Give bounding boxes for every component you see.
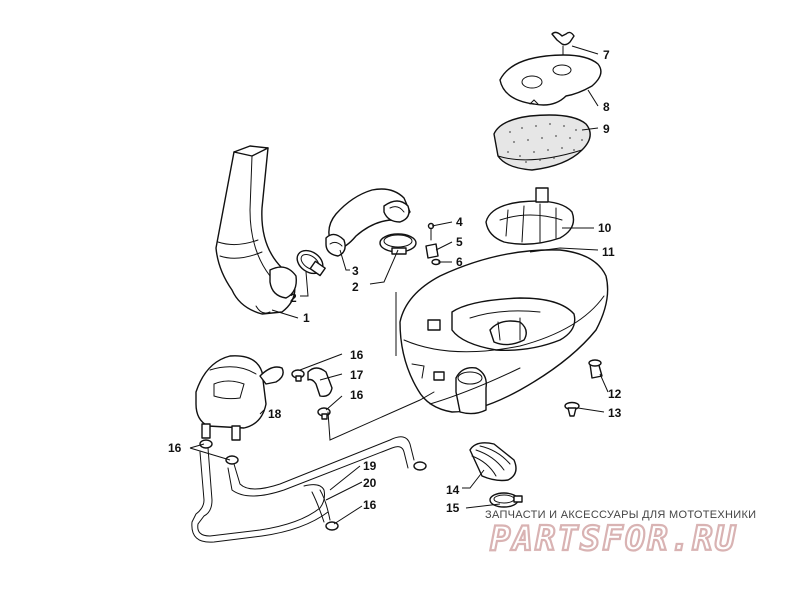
hose-clamp-part-16-d — [325, 461, 427, 531]
foam-filter-part-9 — [493, 114, 591, 171]
callout-12: 12 — [608, 387, 622, 401]
hose-clamp-part-16-b — [317, 407, 331, 420]
wing-nut-part-7 — [551, 31, 575, 59]
callout-10: 10 — [598, 221, 612, 235]
callout-18: 18 — [268, 407, 282, 421]
watermark: ЗАПЧАСТИ И АКСЕССУАРЫ ДЛЯ МОТОТЕХНИКИ PA… — [485, 509, 756, 560]
watermark-logo: PARTSFOR.RU — [490, 519, 737, 559]
callout-11: 11 — [602, 245, 615, 259]
callout-20: 20 — [363, 476, 377, 490]
callout-17: 17 — [350, 368, 364, 382]
band-clamp-part-2 — [379, 233, 417, 255]
clamp-part-15 — [489, 492, 523, 508]
elbow-fitting-part-17 — [307, 367, 333, 398]
breather-hose-part-20 — [227, 436, 415, 523]
callout-5: 5 — [456, 235, 463, 249]
hose-clamp-part-2 — [296, 249, 326, 277]
rubber-coupler-part-14 — [469, 442, 517, 482]
callout-15: 15 — [446, 501, 460, 515]
callout-9: 9 — [603, 122, 610, 136]
filter-cage-part-10 — [485, 187, 575, 245]
callout-7: 7 — [603, 48, 610, 62]
callout-3: 3 — [352, 264, 359, 278]
hose-clamp-part-16-c — [199, 439, 239, 465]
bracket-part-5 — [425, 243, 439, 259]
callout-13: 13 — [608, 406, 622, 420]
callout-6: 6 — [456, 255, 463, 269]
push-pin-part-13 — [564, 401, 580, 417]
intake-boot-part-3 — [325, 188, 411, 257]
watermark-tagline: ЗАПЧАСТИ И АКСЕССУАРЫ ДЛЯ МОТОТЕХНИКИ — [485, 509, 756, 521]
callout-16-left: 16 — [168, 441, 182, 455]
callout-16-upper: 16 — [350, 348, 364, 362]
leader-lines — [189, 45, 609, 525]
callout-16-middle: 16 — [350, 388, 364, 402]
callout-16-lower: 16 — [363, 498, 377, 512]
callout-1: 1 — [303, 311, 310, 325]
grommet-part-12 — [588, 359, 603, 379]
hose-clamp-part-16-a — [291, 369, 305, 382]
callout-8: 8 — [603, 100, 610, 114]
air-box-housing-part-11 — [399, 249, 609, 415]
breather-hose-part-19 — [191, 447, 329, 543]
callout-2a: 2 — [290, 291, 297, 305]
breather-tank-part-18 — [195, 355, 284, 441]
vent-line — [327, 391, 435, 441]
callout-4: 4 — [456, 215, 463, 229]
screw-part-4 — [427, 222, 435, 241]
callout-19: 19 — [363, 459, 377, 473]
callout-labels: 1 2 3 2 4 5 6 7 8 9 10 11 12 13 14 15 16… — [168, 48, 622, 515]
callout-14: 14 — [446, 483, 460, 497]
foam-texture — [507, 123, 583, 163]
callout-2b: 2 — [352, 280, 359, 294]
air-box-lid-part-8 — [499, 54, 602, 106]
intake-duct-part-1 — [215, 145, 297, 315]
